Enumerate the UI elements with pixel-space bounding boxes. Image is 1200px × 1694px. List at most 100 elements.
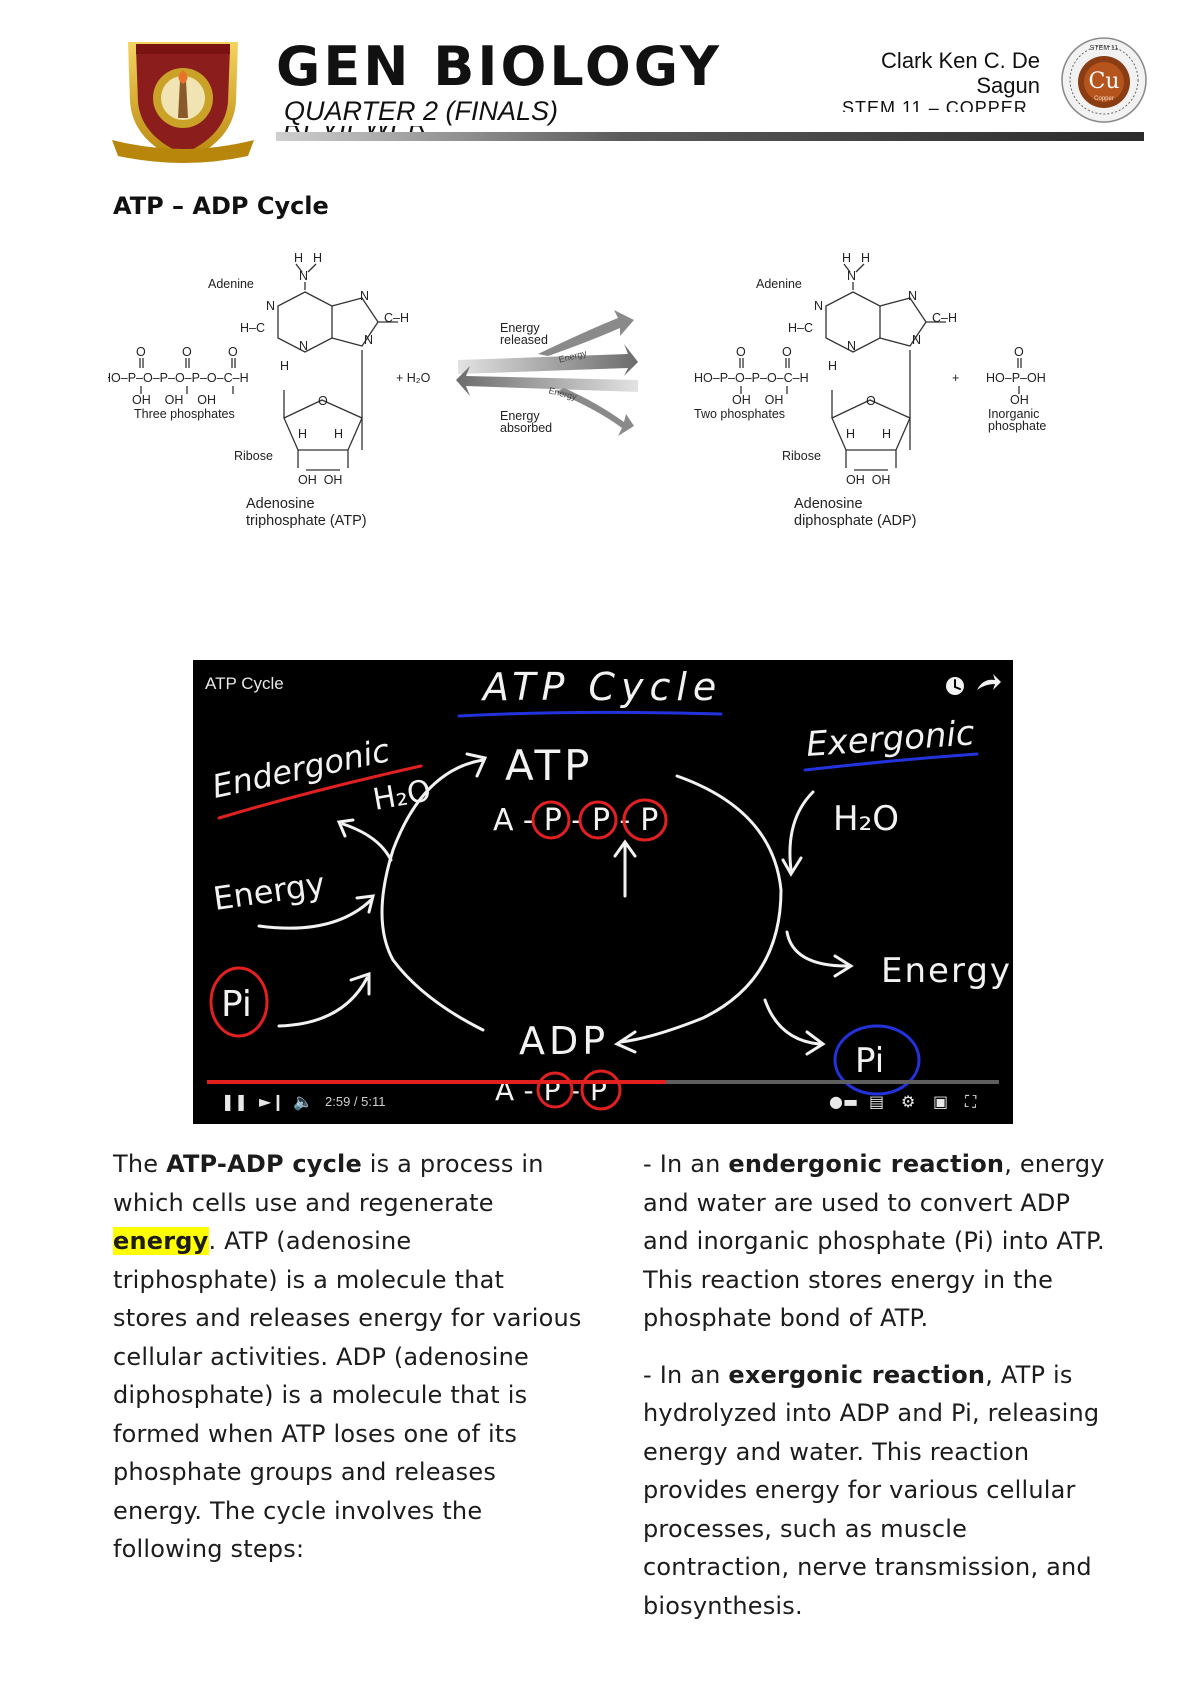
atp-oh-row: OH OH OH (132, 393, 216, 407)
inorganic-label-line1: Inorganic (988, 407, 1039, 421)
atp-ribose-oh: OH OH (298, 473, 342, 487)
intro-term-atp-adp-cycle: ATP-ADP cycle (166, 1150, 362, 1178)
atp-ring-o: O (318, 394, 328, 408)
endergonic-text-1: - In an (643, 1150, 729, 1178)
atp-n7: N (360, 289, 369, 303)
intro-text-3: . ATP (adenosine triphosphate) is a mole… (113, 1227, 582, 1563)
label-energy-right: Energy (881, 951, 1012, 991)
label-atp-formula: A-P-P-P (493, 803, 668, 838)
miniplayer-icon[interactable]: ▣ (933, 1092, 949, 1111)
progress-bar[interactable] (207, 1080, 999, 1084)
board-title: ATP Cycle (480, 665, 722, 709)
adp-ch8: C–H (932, 311, 957, 325)
energy-absorbed-line2: absorbed (500, 421, 552, 435)
pi-oh: OH (1010, 393, 1029, 407)
intro-text-2: is a process in which cells use and rege… (113, 1150, 544, 1217)
atp-amine-h2: H (313, 251, 322, 265)
logo-cu-symbol: Cu (1088, 69, 1119, 94)
label-adp-formula: A-P-P (495, 1074, 617, 1107)
adp-phosphate-chain: HO–P–O–P–O–C–H (694, 371, 809, 385)
atp-amine-h1: H (294, 251, 303, 265)
adp-name-line1: Adenosine (794, 496, 863, 512)
atp-ch8: C–H (384, 311, 409, 325)
atp-labels: H H N Adenine N N C–H H–C N N H O O O HO… (108, 251, 431, 487)
adp-ribose-label: Ribose (782, 449, 821, 463)
school-logo (112, 42, 254, 163)
exergonic-text-1: - In an (643, 1360, 729, 1389)
adp-o1: O (736, 345, 746, 359)
adp-ch2-h: H (828, 359, 837, 373)
atp-n3: N (299, 339, 308, 353)
header-divider (276, 132, 1144, 141)
adp-plus: + (952, 371, 959, 385)
adp-ribose-oh: OH OH (846, 473, 890, 487)
atp-molecule (139, 263, 398, 471)
right-column: - In an endergonic reaction, energy and … (643, 1145, 1113, 1625)
adp-n3: N (847, 339, 856, 353)
pi-o: O (1014, 345, 1024, 359)
video-title: ATP Cycle (205, 674, 284, 693)
video-player[interactable]: ATP Cycle ATP Cycle Endergonic Exergonic… (193, 660, 1013, 1124)
adp-o2: O (782, 345, 792, 359)
adp-oh-row: OH OH (732, 393, 783, 407)
volume-icon[interactable]: 🔈 (293, 1092, 313, 1111)
adp-amine-n: N (847, 269, 856, 283)
adp-amine-h1: H (842, 251, 851, 265)
atp-phosphate-chain: HO–P–O–P–O–P–O–C–H (108, 371, 249, 385)
adp-two-phosphates-label: Two phosphates (694, 407, 785, 421)
atp-hc2: H–C (240, 321, 265, 335)
label-pi-left: Pi (221, 984, 252, 1025)
video-time: 2:59 / 5:11 (325, 1094, 386, 1109)
exergonic-text-2: , ATP is hydrolyzed into ADP and Pi, rel… (643, 1360, 1100, 1620)
atp-ch2-h: H (280, 359, 289, 373)
term-endergonic-reaction: endergonic reaction (728, 1150, 1005, 1178)
left-column: The ATP-ADP cycle is a process in which … (113, 1145, 583, 1569)
adp-molecule (739, 263, 1022, 471)
atp-o1: O (136, 345, 146, 359)
atp-o2: O (182, 345, 192, 359)
intro-text-1: The (113, 1150, 167, 1178)
energy-released-line1: Energy (500, 321, 540, 335)
energy-absorbed-line1: Energy (500, 409, 540, 423)
logo-copper-label: Copper (1094, 96, 1114, 102)
endergonic-paragraph: - In an endergonic reaction, energy and … (643, 1145, 1113, 1338)
inorganic-phosphate-formula: HO–P–OH (986, 371, 1046, 385)
adp-n7: N (908, 289, 917, 303)
pause-icon[interactable]: ❚❚ (221, 1092, 248, 1111)
exergonic-paragraph: - In an exergonic reaction, ATP is hydro… (643, 1356, 1113, 1626)
adp-name-line2: diphosphate (ADP) (794, 513, 917, 529)
atp-name: Adenosine triphosphate (ATP) (246, 496, 367, 529)
label-pi-right: Pi (855, 1041, 884, 1081)
atp-n9: N (364, 333, 373, 347)
adp-ring-o: O (866, 394, 876, 408)
autoplay-toggle-icon[interactable]: ●▬ (829, 1092, 859, 1111)
adp-adenine-label: Adenine (756, 277, 802, 291)
atp-ribose-label: Ribose (234, 449, 273, 463)
intro-paragraph: The ATP-ADP cycle is a process in which … (113, 1145, 583, 1569)
settings-icon[interactable]: ⚙ (901, 1092, 916, 1111)
adp-n9: N (912, 333, 921, 347)
atp-name-line1: Adenosine (246, 496, 315, 512)
label-atp: ATP (505, 741, 593, 790)
fullscreen-icon[interactable]: ⛶ (965, 1092, 977, 1111)
atp-three-phosphates-label: Three phosphates (134, 407, 235, 421)
whiteboard-drawing: ATP Cycle Endergonic Exergonic H₂O Energ… (209, 665, 1012, 1111)
inorganic-label-line2: phosphate (988, 419, 1046, 433)
section-heading: ATP – ADP Cycle (113, 192, 329, 220)
label-adp: ADP (519, 1019, 609, 1063)
atp-amine-n: N (299, 269, 308, 283)
label-energy-left: Energy (211, 865, 327, 918)
adp-name: Adenosine diphosphate (ADP) (794, 496, 917, 529)
next-icon[interactable]: ►❙ (259, 1092, 285, 1111)
video-controls: ❚❚ ►❙ 🔈 2:59 / 5:11 ●▬ ▤ ⚙ ▣ ⛶ (193, 1080, 1013, 1124)
section-label: STEM 11 – COPPER (842, 98, 1028, 112)
intro-term-energy: energy (113, 1227, 209, 1255)
author-name: Clark Ken C. De Sagun (881, 48, 1040, 98)
page-title: GEN BIOLOGY (276, 35, 722, 98)
share-icon[interactable] (977, 674, 1001, 690)
atp-n1: N (266, 299, 275, 313)
page-subtitle: QUARTER 2 (FINALS) (284, 96, 559, 126)
subtitles-icon[interactable]: ▤ (869, 1092, 885, 1111)
atp-plus-water: + H₂O (396, 371, 431, 385)
atp-ribose-h2: H (334, 427, 343, 441)
